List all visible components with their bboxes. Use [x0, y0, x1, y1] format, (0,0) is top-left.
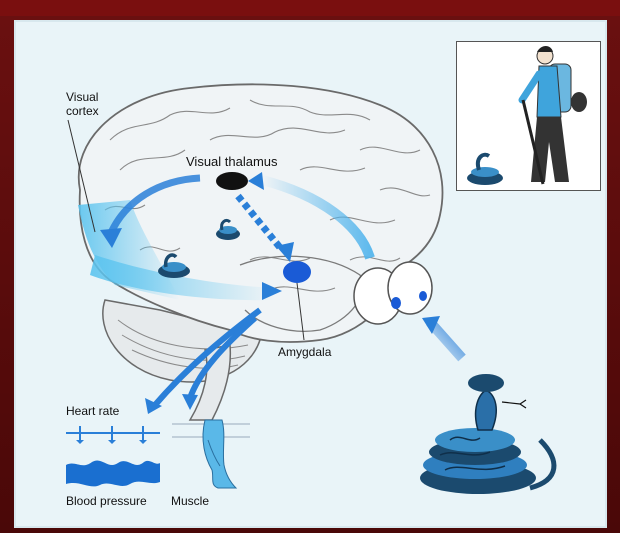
visual-thalamus-label: Visual thalamus [186, 155, 278, 169]
amygdala-label: Amygdala [278, 345, 331, 359]
visual-thalamus-nucleus [216, 172, 248, 190]
visual-cortex-label-line2: cortex [66, 104, 99, 118]
leg-muscle-icon [172, 420, 250, 488]
eyes-icon [354, 262, 432, 324]
heart-rate-label: Heart rate [66, 404, 119, 418]
coiled-snake-icon [420, 374, 554, 494]
blood-pressure-trace-icon [66, 460, 160, 486]
hiker-inset-panel [456, 41, 601, 191]
amygdala-to-muscle-arrowhead [182, 394, 198, 410]
heart-rate-trace-icon [66, 426, 160, 444]
visual-cortex-label: Visual cortex [66, 90, 99, 118]
hiker-inset-icon [457, 42, 602, 192]
muscle-label: Muscle [171, 494, 209, 508]
blood-pressure-label: Blood pressure [66, 494, 147, 508]
visual-cortex-label-line1: Visual [66, 90, 99, 104]
amygdala-nucleus [283, 261, 311, 283]
